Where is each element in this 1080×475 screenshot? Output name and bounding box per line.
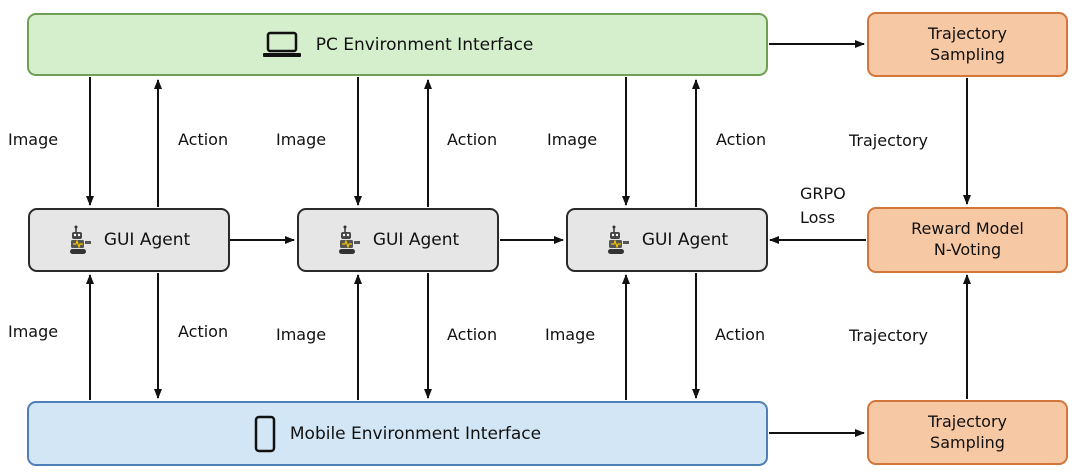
robot-icon: [607, 225, 629, 254]
edge-label-grpo: GRPO: [800, 184, 846, 203]
pc-environment-interface: PC Environment Interface: [27, 13, 768, 76]
edge-label-trajectory: Trajectory: [849, 131, 928, 150]
edge-label-loss: Loss: [800, 208, 836, 227]
edge-label-image: Image: [276, 325, 327, 344]
edge-label-action: Action: [447, 130, 498, 149]
gui-agent-label: GUI Agent: [641, 230, 729, 250]
edge-label-image: Image: [8, 130, 59, 149]
gui-agent-box-1: GUI Agent: [28, 208, 230, 272]
trajectory-sampling-line1: Trajectory: [928, 411, 1007, 431]
edge-label-image: Image: [8, 322, 59, 341]
trajectory-sampling-line2: Sampling: [930, 44, 1005, 64]
trajectory-sampling-box-top: Trajectory Sampling: [867, 12, 1068, 77]
edge-label-action: Action: [178, 322, 229, 341]
edge-label-trajectory: Trajectory: [849, 326, 928, 345]
reward-model-line2: N-Voting: [933, 240, 1002, 259]
robot-icon: [69, 225, 91, 254]
mobile-environment-interface: Mobile Environment Interface: [27, 401, 768, 466]
reward-model-box: Reward Model N-Voting: [867, 207, 1068, 273]
edge-label-image: Image: [276, 130, 327, 149]
edge-label-image: Image: [547, 130, 598, 149]
edge-label-action: Action: [716, 130, 767, 149]
trajectory-sampling-box-bottom: Trajectory Sampling: [867, 400, 1068, 465]
gui-agent-label: GUI Agent: [103, 230, 191, 250]
mobile-environment-label: Mobile Environment Interface: [289, 423, 542, 444]
pc-environment-label: PC Environment Interface: [315, 34, 534, 55]
phone-icon: [254, 415, 276, 452]
trajectory-sampling-line1: Trajectory: [928, 23, 1007, 43]
reward-model-line1: Reward Model: [911, 219, 1024, 239]
edge-label-action: Action: [715, 325, 766, 344]
robot-icon: [338, 225, 360, 254]
trajectory-sampling-line2: Sampling: [930, 432, 1005, 452]
gui-agent-box-2: GUI Agent: [297, 208, 499, 272]
edge-label-action: Action: [178, 130, 229, 149]
edge-label-image: Image: [545, 325, 596, 344]
gui-agent-box-3: GUI Agent: [566, 208, 768, 272]
gui-agent-label: GUI Agent: [372, 230, 460, 250]
edge-label-action: Action: [447, 325, 498, 344]
laptop-icon: [262, 31, 301, 57]
